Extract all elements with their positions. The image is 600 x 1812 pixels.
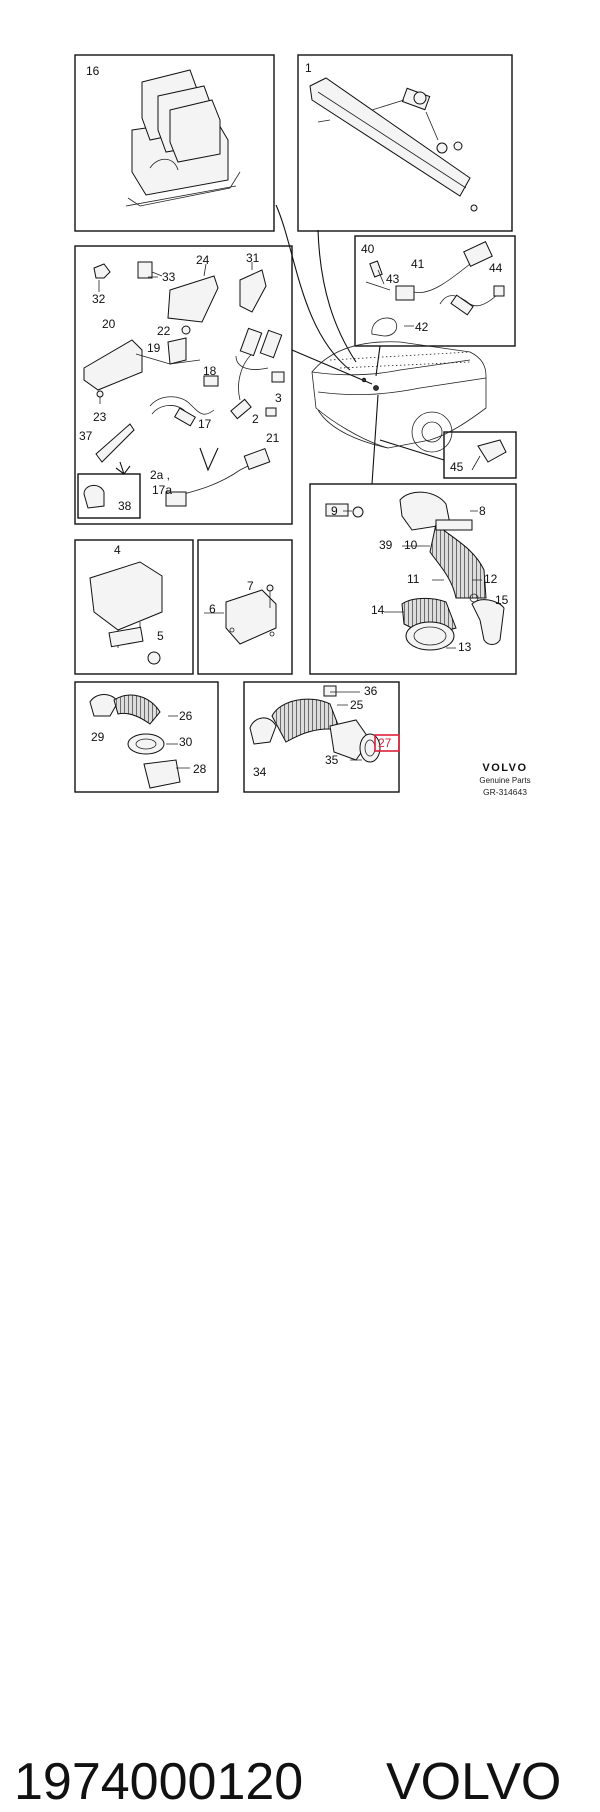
label-20: 20 — [102, 317, 116, 331]
label-8: 8 — [479, 504, 486, 518]
label-24: 24 — [196, 253, 210, 267]
label-16: 16 — [86, 64, 100, 78]
label-45: 45 — [450, 460, 464, 474]
parts-diagram: 16 1 24 31 33 32 20 22 19 18 3 23 17 2 3… — [0, 0, 600, 850]
label-32: 32 — [92, 292, 106, 306]
label-3: 3 — [275, 391, 282, 405]
diagram-reference: GR-314643 — [483, 787, 527, 797]
label-40: 40 — [361, 242, 375, 256]
label-2: 2 — [252, 412, 259, 426]
sensor-parts — [369, 241, 505, 337]
part-4-module — [89, 561, 163, 665]
label-12: 12 — [484, 572, 498, 586]
brand-label: VOLVO — [386, 1753, 562, 1811]
label-19: 19 — [147, 341, 161, 355]
label-22: 22 — [157, 324, 171, 338]
label-39: 39 — [379, 538, 393, 552]
label-42: 42 — [415, 320, 429, 334]
intake-hose-parts — [325, 491, 505, 651]
label-18: 18 — [203, 364, 217, 378]
label-30: 30 — [179, 735, 193, 749]
panel-6 — [197, 539, 293, 675]
label-44: 44 — [489, 261, 503, 275]
label-31: 31 — [246, 251, 260, 265]
panel-28 — [74, 681, 219, 793]
panel-45 — [443, 431, 517, 479]
leader-line — [375, 345, 381, 377]
part-16-control-unit — [125, 69, 241, 207]
label-21: 21 — [266, 431, 280, 445]
label-23: 23 — [93, 410, 107, 424]
label-5: 5 — [157, 629, 164, 643]
part-26-28-30-hoses — [89, 694, 181, 789]
label-36: 36 — [364, 684, 378, 698]
label-25: 25 — [350, 698, 364, 712]
panel-1 — [297, 54, 513, 232]
label-6: 6 — [209, 602, 216, 616]
logo-wordmark: VOLVO — [482, 762, 528, 774]
label-9: 9 — [331, 504, 338, 518]
label-15: 15 — [495, 593, 509, 607]
label-26: 26 — [179, 709, 193, 723]
label-27: 27 — [378, 736, 392, 750]
label-2a: 2a , — [150, 468, 170, 482]
panel-16 — [74, 54, 275, 232]
callout-labels: 16 1 24 31 33 32 20 22 19 18 3 23 17 2 3… — [79, 61, 509, 779]
leader-line — [379, 439, 445, 461]
label-4: 4 — [114, 543, 121, 557]
label-35: 35 — [325, 753, 339, 767]
panel-intake-hose — [309, 483, 517, 675]
label-28: 28 — [193, 762, 207, 776]
leader-line — [275, 204, 351, 371]
label-7: 7 — [247, 579, 254, 593]
label-33: 33 — [162, 270, 176, 284]
label-1: 1 — [305, 61, 312, 75]
part-6-sensor — [225, 584, 277, 645]
panel-sensors — [354, 235, 516, 347]
volvo-logo: VOLVO Genuine Parts GR-314643 — [470, 762, 540, 797]
leader-line — [371, 394, 379, 485]
label-38: 38 — [118, 499, 132, 513]
label-29: 29 — [91, 730, 105, 744]
label-17a: 17a — [152, 483, 172, 497]
leader-line — [148, 276, 482, 769]
panel-4 — [74, 539, 194, 675]
footer: 1974000120 VOLVO — [0, 850, 600, 1811]
label-14: 14 — [371, 603, 385, 617]
label-10: 10 — [404, 538, 418, 552]
label-34: 34 — [253, 765, 267, 779]
leader-line — [291, 349, 373, 385]
label-11: 11 — [407, 572, 420, 586]
label-41: 41 — [411, 257, 425, 271]
panel-wiring — [74, 245, 293, 525]
logo-subtitle: Genuine Parts — [479, 776, 531, 785]
car-illustration — [311, 341, 487, 453]
label-17: 17 — [198, 417, 212, 431]
diagram-svg: 16 1 24 31 33 32 20 22 19 18 3 23 17 2 3… — [74, 54, 517, 793]
highlight-box — [374, 734, 400, 752]
part-1-fuel-rail — [309, 77, 478, 212]
wiring-parts — [83, 261, 285, 509]
label-13: 13 — [458, 640, 472, 654]
label-37: 37 — [79, 429, 93, 443]
part-45-sensor — [471, 439, 507, 471]
label-43: 43 — [386, 272, 400, 286]
panel-38 — [77, 473, 141, 519]
leader-line — [317, 229, 357, 363]
part-number: 1974000120 — [14, 1753, 304, 1811]
